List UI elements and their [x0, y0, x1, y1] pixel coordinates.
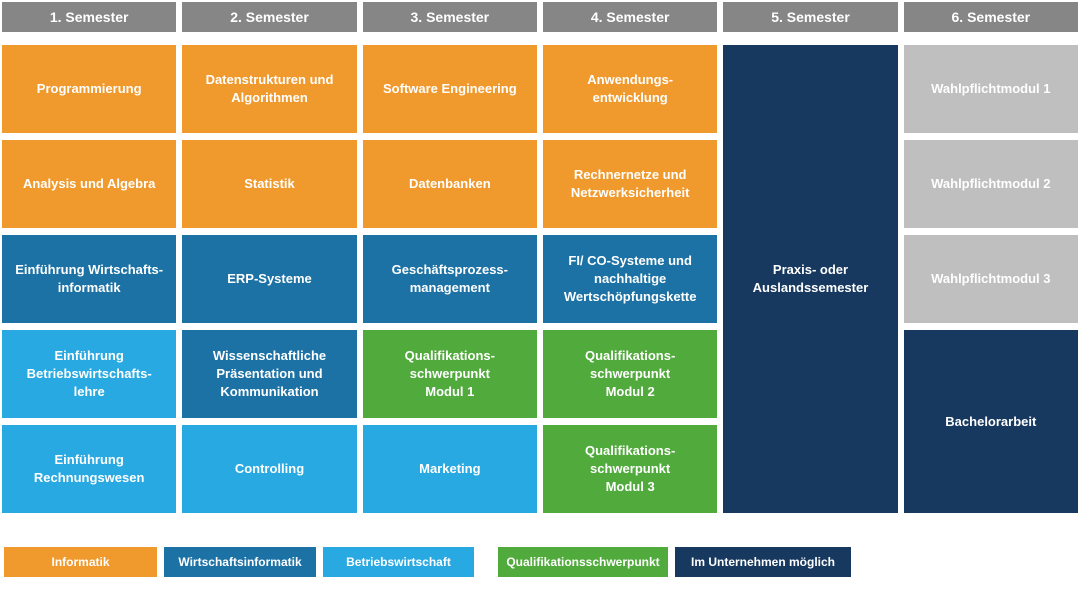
module-rechnernetze-und-netzwerksicherheit: Rechnernetze und Netzwerksicherheit: [542, 140, 718, 228]
semester-header-5: 5. Semester: [723, 2, 898, 32]
module-qualifikationsschwerpunkt-modul-2: Qualifikations- schwerpunkt Modul 2: [542, 330, 718, 418]
semester-header-4: 4. Semester: [542, 2, 718, 32]
module-label: Bachelorarbeit: [945, 413, 1037, 429]
module-bachelorarbeit: Bachelorarbeit: [903, 330, 1078, 513]
module-label: Einführung Betriebswirtschafts- lehre: [26, 348, 152, 399]
module-label: Statistik: [244, 176, 295, 192]
module-label: Programmierung: [36, 81, 142, 97]
module-erp-systeme: ERP-Systeme: [182, 235, 357, 323]
legend-item-informatik: Informatik: [4, 547, 157, 577]
semester-header-row: 1. Semester 2. Semester 3. Semester 4. S…: [2, 2, 1078, 32]
module-grid: Programmierung Analysis und Algebra Einf…: [2, 45, 1078, 513]
legend-item-wirtschaftsinformatik: Wirtschaftsinformatik: [164, 547, 316, 577]
module-label: Wahlpflichtmodul 3: [931, 271, 1051, 287]
legend-label: Qualifikationsschwerpunkt: [506, 555, 660, 569]
module-label: FI/ CO-Systeme und nachhaltige Wertschöp…: [563, 253, 697, 304]
module-label: Analysis und Algebra: [22, 176, 156, 192]
semester-header-1: 1. Semester: [2, 2, 177, 32]
module-marketing: Marketing: [362, 425, 537, 513]
module-fico-systeme-und-nachhaltige-wertschoepfungskette: FI/ CO-Systeme und nachhaltige Wertschöp…: [542, 235, 718, 323]
module-label: Marketing: [419, 461, 481, 477]
module-label: Einführung Rechnungswesen: [33, 452, 145, 485]
module-label: ERP-Systeme: [227, 271, 312, 287]
module-geschaeftsprozessmanagement: Geschäftsprozess- management: [362, 235, 537, 323]
module-statistik: Statistik: [182, 140, 357, 228]
module-label: Einführung Wirtschafts- informatik: [15, 262, 164, 295]
legend-label: Im Unternehmen möglich: [690, 555, 836, 569]
module-datenstrukturen-und-algorithmen: Datenstrukturen und Algorithmen: [182, 45, 357, 133]
module-einfuehrung-betriebswirtschaftslehre: Einführung Betriebswirtschafts- lehre: [2, 330, 177, 418]
legend-item-betriebswirtschaft: Betriebswirtschaft: [323, 547, 474, 577]
module-datenbanken: Datenbanken: [362, 140, 537, 228]
module-programmierung: Programmierung: [2, 45, 177, 133]
module-label: Wahlpflichtmodul 2: [931, 176, 1051, 192]
module-label: Software Engineering: [383, 81, 517, 97]
semester-header-2: 2. Semester: [182, 2, 357, 32]
module-qualifikationsschwerpunkt-modul-1: Qualifikations- schwerpunkt Modul 1: [362, 330, 537, 418]
module-wahlpflichtmodul-1: Wahlpflichtmodul 1: [903, 45, 1078, 133]
module-anwendungsentwicklung: Anwendungs- entwicklung: [542, 45, 718, 133]
module-einfuehrung-rechnungswesen: Einführung Rechnungswesen: [2, 425, 177, 513]
module-label: Wahlpflichtmodul 1: [931, 81, 1051, 97]
legend-item-im-unternehmen-moeglich: Im Unternehmen möglich: [675, 547, 851, 577]
module-einfuehrung-wirtschaftsinformatik: Einführung Wirtschafts- informatik: [2, 235, 177, 323]
module-qualifikationsschwerpunkt-modul-3: Qualifikations- schwerpunkt Modul 3: [542, 425, 718, 513]
module-software-engineering: Software Engineering: [362, 45, 537, 133]
module-wahlpflichtmodul-2: Wahlpflichtmodul 2: [903, 140, 1078, 228]
module-label: Rechnernetze und Netzwerksicherheit: [570, 167, 690, 200]
module-label: Qualifikations- schwerpunkt Modul 3: [585, 443, 676, 494]
module-label: Controlling: [234, 461, 305, 477]
legend-label: Wirtschaftsinformatik: [178, 555, 302, 569]
legend-label: Betriebswirtschaft: [346, 555, 451, 569]
semester-header-3: 3. Semester: [362, 2, 537, 32]
module-label: Wissenschaftliche Präsentation und Kommu…: [212, 348, 327, 399]
module-label: Qualifikations- schwerpunkt Modul 1: [404, 348, 495, 399]
module-controlling: Controlling: [182, 425, 357, 513]
module-praxis-oder-auslandssemester: Praxis- oder Auslandssemester: [723, 45, 898, 513]
module-wissenschaftliche-praesentation-und-kommunikation: Wissenschaftliche Präsentation und Kommu…: [182, 330, 357, 418]
module-label: Praxis- oder Auslandssemester: [752, 262, 869, 295]
module-wahlpflichtmodul-3: Wahlpflichtmodul 3: [903, 235, 1078, 323]
legend: Informatik Wirtschaftsinformatik Betrieb…: [2, 547, 1078, 577]
module-label: Geschäftsprozess- management: [391, 262, 508, 295]
semester-header-6: 6. Semester: [903, 2, 1078, 32]
legend-label: Informatik: [51, 555, 110, 569]
module-label: Datenbanken: [409, 176, 491, 192]
module-label: Anwendungs- entwicklung: [587, 72, 674, 105]
curriculum-plan: 1. Semester 2. Semester 3. Semester 4. S…: [2, 2, 1078, 577]
legend-item-qualifikationsschwerpunkt: Qualifikationsschwerpunkt: [498, 547, 668, 577]
module-label: Datenstrukturen und Algorithmen: [205, 72, 334, 105]
module-analysis-und-algebra: Analysis und Algebra: [2, 140, 177, 228]
module-label: Qualifikations- schwerpunkt Modul 2: [585, 348, 676, 399]
